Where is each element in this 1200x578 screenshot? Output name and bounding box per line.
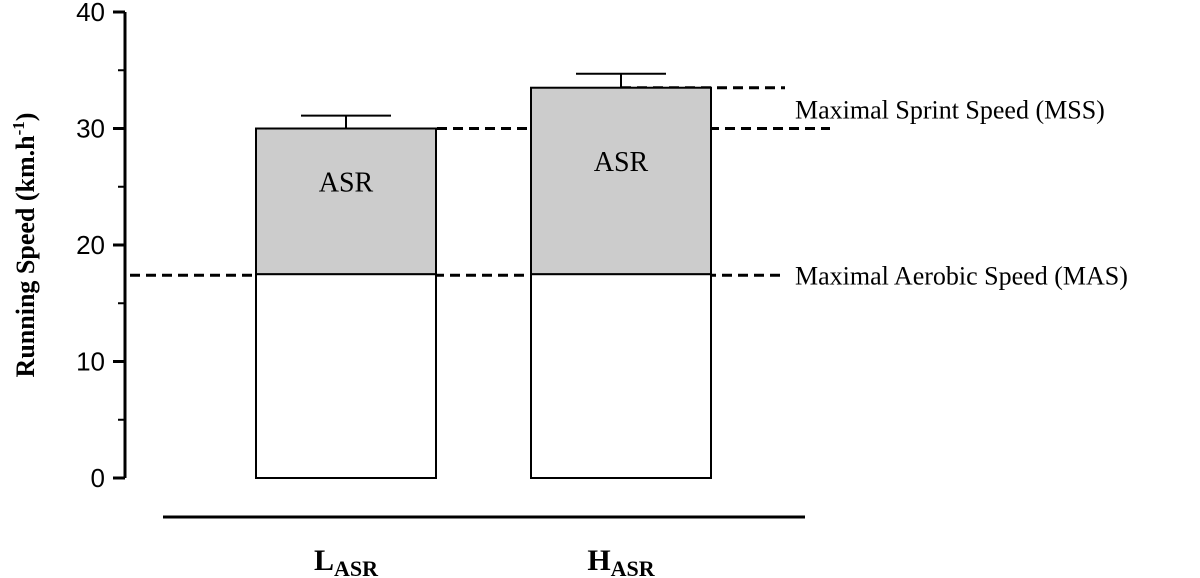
category-label-0: LASR	[314, 544, 379, 578]
bar-segment-0-1	[255, 127, 437, 276]
segment-label-1: ASR	[594, 147, 649, 178]
segment-label-0: ASR	[319, 167, 374, 198]
y-tick-label-0: 0	[91, 463, 105, 493]
category-label-sub-1: ASR	[611, 556, 656, 578]
y-axis-label-close: )	[11, 113, 40, 122]
y-tick-label-4: 40	[76, 0, 105, 27]
bar-segment-1-1	[530, 86, 712, 276]
bar-segment-1-0	[530, 273, 712, 479]
y-axis-label: Running Speed (km.h-1)	[9, 113, 40, 378]
reference-label-0: Maximal Aerobic Speed (MAS)	[795, 261, 1128, 290]
y-axis-label-main: Running Speed (km.h	[11, 135, 40, 378]
category-label-1: HASR	[587, 544, 655, 578]
y-axis: 0 10 20 30 40	[76, 0, 127, 493]
y-tick-label-2: 20	[76, 230, 105, 260]
reference-lines	[130, 86, 830, 277]
y-tick-label-3: 30	[76, 114, 105, 144]
category-label-main-1: H	[587, 544, 610, 577]
bar-segment-0-0	[255, 273, 437, 479]
category-label-main-0: L	[314, 544, 334, 577]
y-axis-label-superscript: -1	[9, 121, 28, 135]
category-label-sub-0: ASR	[334, 556, 379, 578]
bars	[255, 72, 712, 479]
y-tick-label-1: 10	[76, 347, 105, 377]
reference-label-1: Maximal Sprint Speed (MSS)	[795, 96, 1105, 125]
